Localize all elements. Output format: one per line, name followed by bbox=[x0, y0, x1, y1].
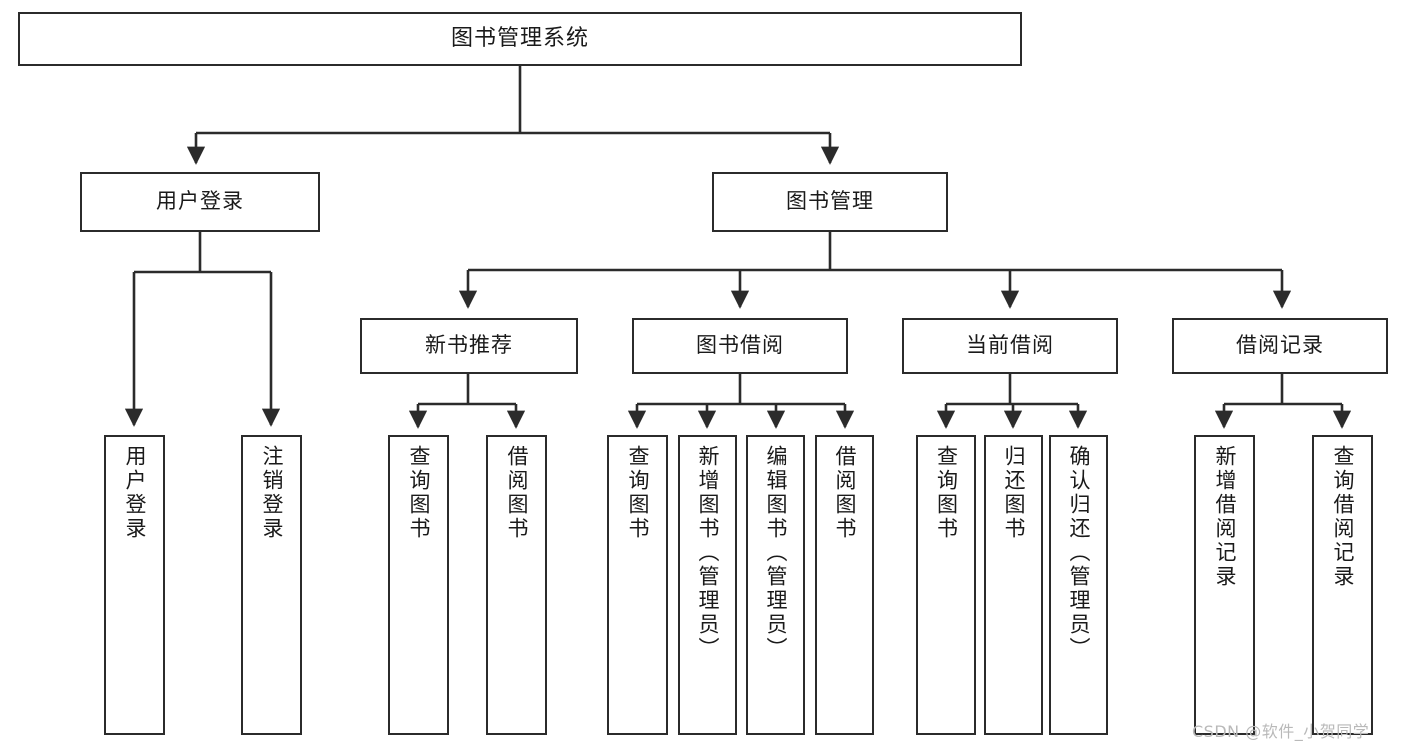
node-borrow-record-label: 借阅记录 bbox=[1236, 333, 1324, 358]
node-leaf-query-book-borrow[interactable]: 查询图书 bbox=[607, 435, 668, 735]
node-leaf-user-logout-label: 注销登录 bbox=[260, 445, 284, 541]
node-leaf-query-book-cur[interactable]: 查询图书 bbox=[916, 435, 976, 735]
node-leaf-add-book[interactable]: 新增图书（管理员） bbox=[678, 435, 737, 735]
node-leaf-query-record[interactable]: 查询借阅记录 bbox=[1312, 435, 1373, 735]
node-leaf-edit-book-label: 编辑图书（管理员） bbox=[764, 445, 788, 661]
node-leaf-add-record-label: 新增借阅记录 bbox=[1213, 445, 1237, 589]
node-leaf-confirm-return-label: 确认归还（管理员） bbox=[1067, 445, 1091, 661]
node-leaf-query-book-cur-label: 查询图书 bbox=[934, 445, 959, 541]
node-leaf-query-book-borrow-label: 查询图书 bbox=[626, 445, 650, 541]
node-user-login-label: 用户登录 bbox=[156, 189, 244, 214]
node-leaf-add-book-label: 新增图书（管理员） bbox=[696, 445, 720, 661]
node-current-borrow-label: 当前借阅 bbox=[966, 333, 1054, 358]
node-current-borrow[interactable]: 当前借阅 bbox=[902, 318, 1118, 374]
node-leaf-user-login[interactable]: 用户登录 bbox=[104, 435, 165, 735]
node-leaf-user-login-label: 用户登录 bbox=[123, 445, 147, 541]
node-leaf-borrow-book-rec-label: 借阅图书 bbox=[505, 445, 529, 541]
node-leaf-query-book-rec-label: 查询图书 bbox=[407, 445, 431, 541]
node-leaf-return-book-label: 归还图书 bbox=[1002, 445, 1026, 541]
node-leaf-borrow-book-label: 借阅图书 bbox=[833, 445, 857, 541]
node-leaf-user-logout[interactable]: 注销登录 bbox=[241, 435, 302, 735]
node-new-book-recommend-label: 新书推荐 bbox=[425, 333, 513, 358]
csdn-watermark: CSDN @软件_小贺同学 bbox=[1192, 722, 1370, 741]
node-leaf-borrow-book[interactable]: 借阅图书 bbox=[815, 435, 874, 735]
node-leaf-edit-book[interactable]: 编辑图书（管理员） bbox=[746, 435, 805, 735]
node-leaf-query-record-label: 查询借阅记录 bbox=[1331, 445, 1355, 589]
node-book-borrow[interactable]: 图书借阅 bbox=[632, 318, 848, 374]
node-book-manage[interactable]: 图书管理 bbox=[712, 172, 948, 232]
node-leaf-add-record[interactable]: 新增借阅记录 bbox=[1194, 435, 1255, 735]
node-leaf-query-book-rec[interactable]: 查询图书 bbox=[388, 435, 449, 735]
node-book-borrow-label: 图书借阅 bbox=[696, 333, 784, 358]
node-root[interactable]: 图书管理系统 bbox=[18, 12, 1022, 66]
node-leaf-return-book[interactable]: 归还图书 bbox=[984, 435, 1043, 735]
node-root-label: 图书管理系统 bbox=[450, 25, 589, 51]
node-borrow-record[interactable]: 借阅记录 bbox=[1172, 318, 1388, 374]
node-book-manage-label: 图书管理 bbox=[786, 189, 874, 214]
node-new-book-recommend[interactable]: 新书推荐 bbox=[360, 318, 578, 374]
node-user-login[interactable]: 用户登录 bbox=[80, 172, 320, 232]
node-leaf-borrow-book-rec[interactable]: 借阅图书 bbox=[486, 435, 547, 735]
node-leaf-confirm-return[interactable]: 确认归还（管理员） bbox=[1049, 435, 1108, 735]
